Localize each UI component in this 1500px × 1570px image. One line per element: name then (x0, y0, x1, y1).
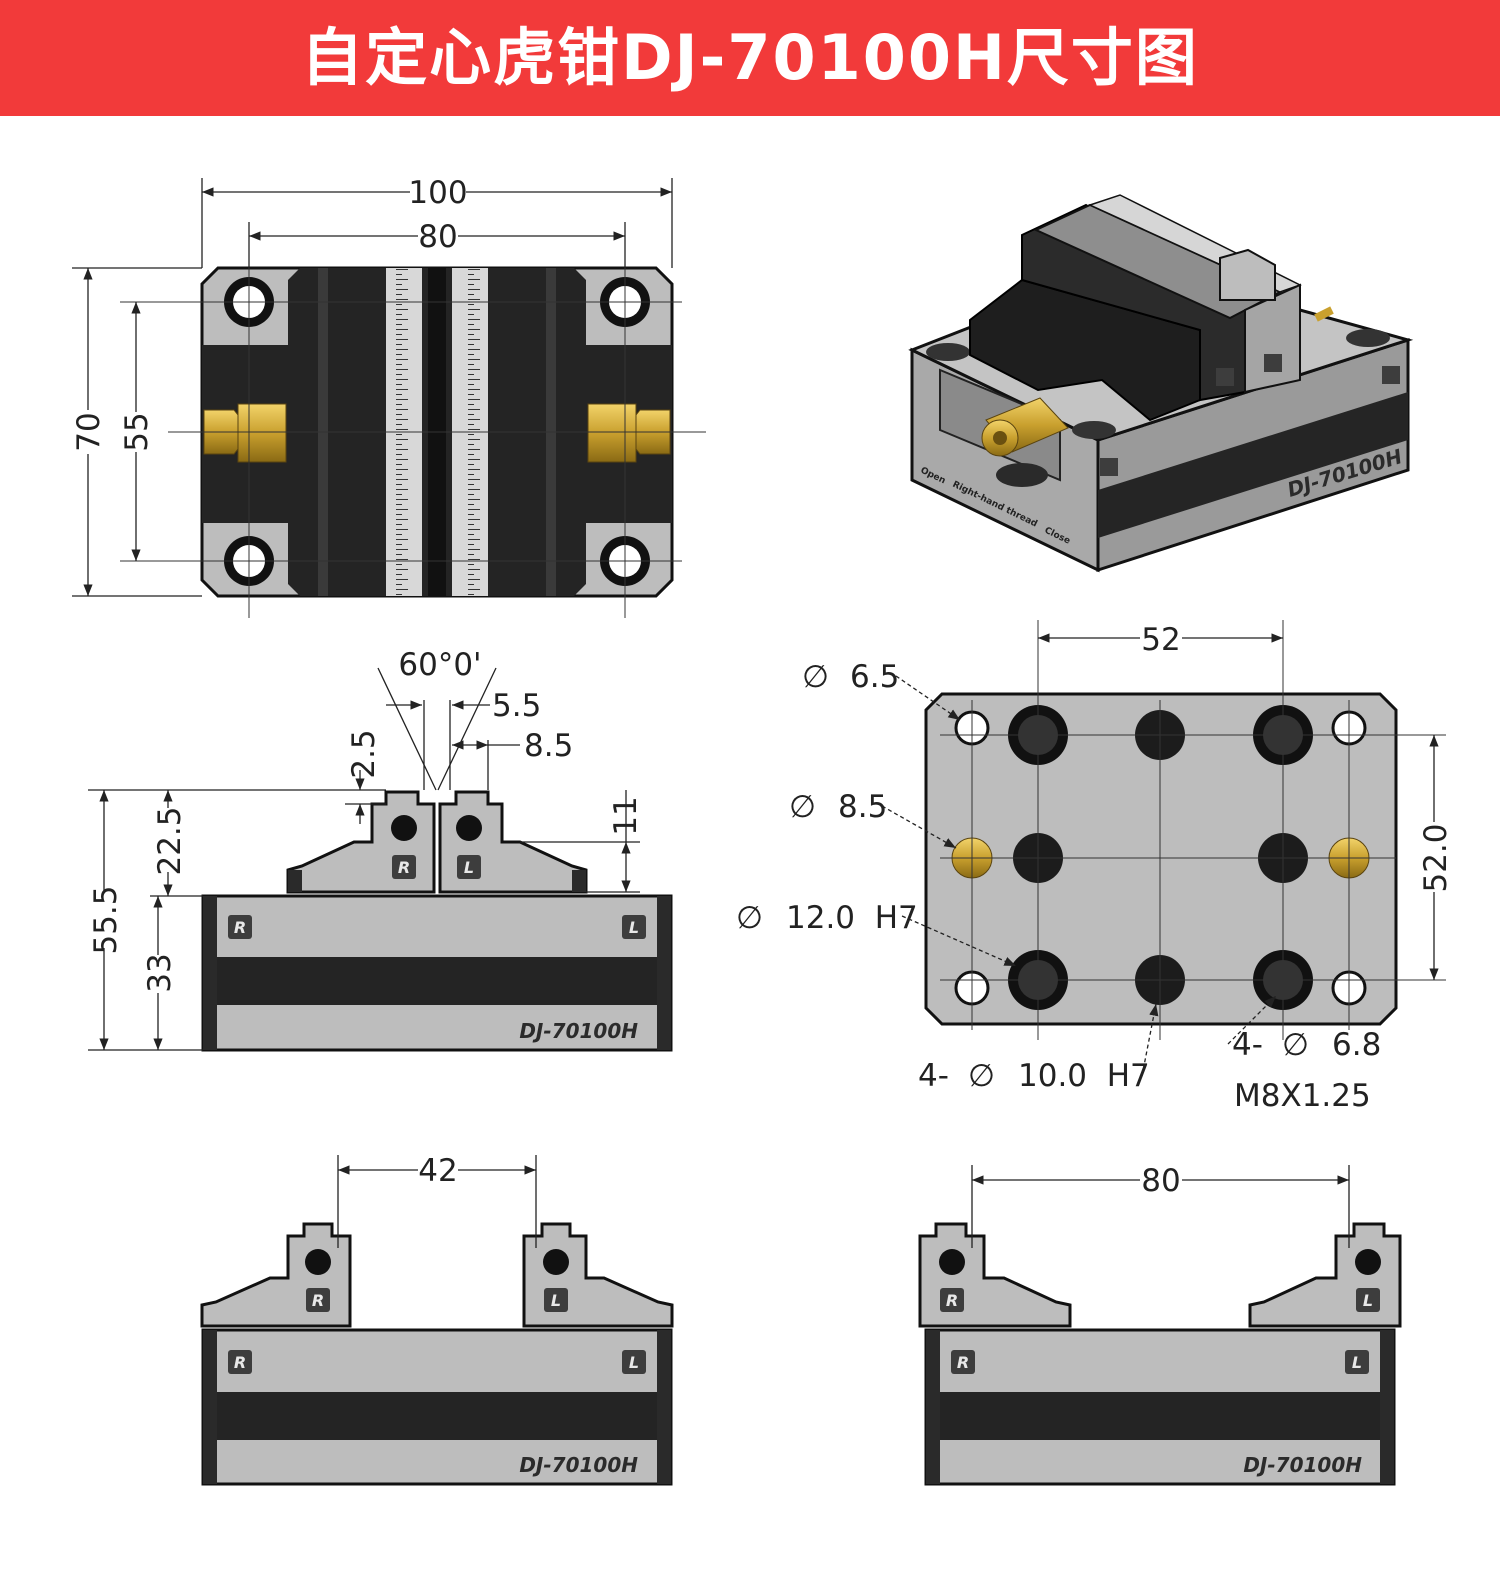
base-mark-left: L (629, 1353, 639, 1372)
dim-angle: 60°0' (398, 647, 481, 683)
jaw-mark-left: L (551, 1291, 561, 1310)
jaw-mark-right: R (946, 1291, 958, 1310)
base-mark-right: R (234, 918, 246, 937)
base-mark-left: L (1352, 1353, 1362, 1372)
dim-hole-d: 10.0 H7 (1018, 1058, 1150, 1094)
dim-max-jaw-gap: 80 (1141, 1163, 1180, 1199)
open-view-max: R L R L DJ-70100H 80 (918, 1163, 1402, 1486)
dim-width: 100 (408, 175, 467, 211)
brass-screw-right (587, 403, 671, 463)
jaw-mark-right: R (398, 858, 410, 877)
dim-min-jaw-gap: 42 (418, 1153, 457, 1189)
dim-hole-d-prefix: 4- (918, 1058, 949, 1094)
dim-jaw-offset: 8.5 (524, 728, 573, 764)
dim-hole-e-prefix: 4- (1232, 1027, 1263, 1063)
dim-hole-spacing-y: 55 (119, 412, 155, 451)
jaw-mark-left: L (464, 858, 474, 877)
base-mark-right: R (234, 1353, 246, 1372)
side-view: R L R L DJ-70100H 60°0' 5.5 8.5 (86, 647, 673, 1052)
brass-screw-left (203, 403, 287, 463)
dim-groove-width: 5.5 (492, 688, 541, 724)
dim-spacing-y: 52.0 (1418, 823, 1454, 892)
dim-base-height: 33 (142, 953, 178, 992)
dim-hole-a: 6.5 (850, 659, 899, 695)
open-view-min: R L R L DJ-70100H 42 (200, 1153, 674, 1486)
page-title: 自定心虎钳DJ-70100H尺寸图 (301, 21, 1199, 94)
jaw-mark-right: R (312, 1291, 324, 1310)
isometric-view: DJ-70100H Open Right-hand thread Close (908, 194, 1414, 573)
max-model-mark: DJ-70100H (1243, 1453, 1362, 1477)
base-mark-left: L (629, 918, 639, 937)
dim-hole-b-symbol: ∅ (789, 789, 816, 825)
dim-hole-e: 6.8 (1332, 1027, 1381, 1063)
title-banner (0, 0, 1500, 116)
dim-hole-b: 8.5 (838, 789, 887, 825)
dim-hole-a-symbol: ∅ (802, 659, 829, 695)
dim-groove-depth: 2.5 (346, 729, 382, 778)
dim-jaw-height: 22.5 (152, 806, 188, 875)
min-model-mark: DJ-70100H (519, 1453, 638, 1477)
top-view: 100 80 70 55 (71, 175, 706, 618)
dim-spacing-x: 52 (1141, 622, 1180, 658)
dim-hole-c-symbol: ∅ (736, 900, 763, 936)
dim-thread: M8X1.25 (1234, 1078, 1371, 1114)
dim-hole-d-symbol: ∅ (968, 1058, 995, 1094)
base-mark-right: R (957, 1353, 969, 1372)
dim-hole-spacing-x: 80 (418, 219, 457, 255)
dim-total-height: 55.5 (88, 885, 124, 954)
bottom-view: ∅ 6.5 ∅ 8.5 ∅ 12.0 H7 4- ∅ 10.0 H7 4- ∅ … (736, 620, 1454, 1114)
side-model-mark: DJ-70100H (519, 1019, 638, 1043)
iso-brass-screw (981, 397, 1069, 457)
jaw-mark-left: L (1363, 1291, 1373, 1310)
dim-step-height: 11 (608, 796, 644, 835)
dim-hole-c: 12.0 H7 (786, 900, 918, 936)
dim-hole-e-symbol: ∅ (1282, 1027, 1309, 1063)
dim-height: 70 (71, 412, 107, 451)
